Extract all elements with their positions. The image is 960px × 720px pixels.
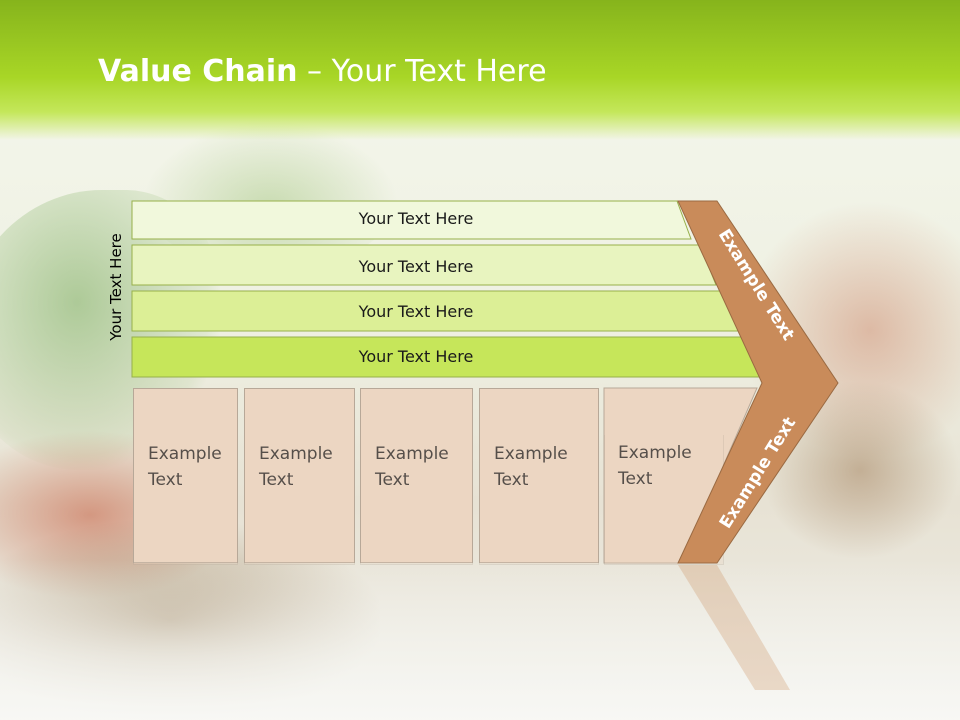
box-3-label: Example Text [375,441,449,493]
box-2[interactable]: Example Text [244,388,355,563]
box-1[interactable]: Example Text [133,388,238,563]
box-1-label: Example Text [148,441,222,493]
bar-2-label: Your Text Here [358,257,474,276]
slide-title[interactable]: Value Chain – Your Text Here [98,54,547,89]
bar-3-label: Your Text Here [358,302,474,321]
chevron-arrow[interactable] [677,200,839,564]
bar-2[interactable] [131,244,717,286]
title-rest: – Your Text Here [297,54,547,89]
bar-1-label: Your Text Here [358,209,474,228]
chevron-reflection [678,565,790,690]
box-4[interactable]: Example Text [479,388,599,563]
bar-1[interactable] [131,200,692,240]
title-bold: Value Chain [98,54,298,89]
background-fade [0,560,960,720]
header-band [0,0,960,140]
bar-4-label: Your Text Here [358,347,474,366]
box-5-label: Example Text [618,440,692,492]
box-4-label: Example Text [494,441,568,493]
box-2-label: Example Text [259,441,333,493]
box-3[interactable]: Example Text [360,388,473,563]
